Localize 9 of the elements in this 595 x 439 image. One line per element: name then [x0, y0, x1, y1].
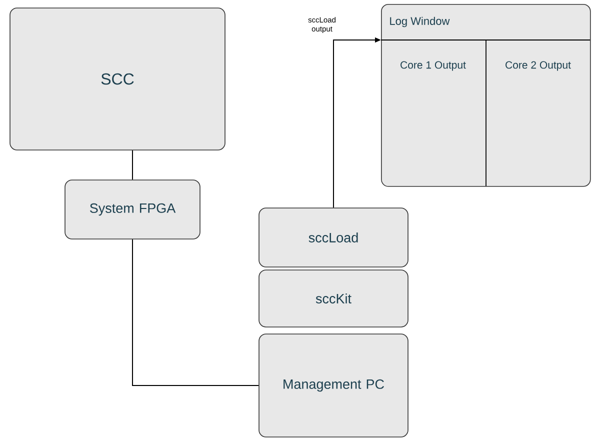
program-box: sccKit — [258, 270, 408, 328]
chip-box: SCC — [10, 8, 226, 150]
connector — [132, 150, 133, 180]
column-heading: Core 2 Output — [506, 61, 571, 71]
connector — [132, 238, 260, 386]
program-box: sccLoad — [258, 208, 408, 268]
column-heading: Core 1 Output — [400, 61, 466, 71]
fpga-box: System FPGA — [64, 180, 200, 240]
pc-box: Management PC — [258, 334, 408, 438]
